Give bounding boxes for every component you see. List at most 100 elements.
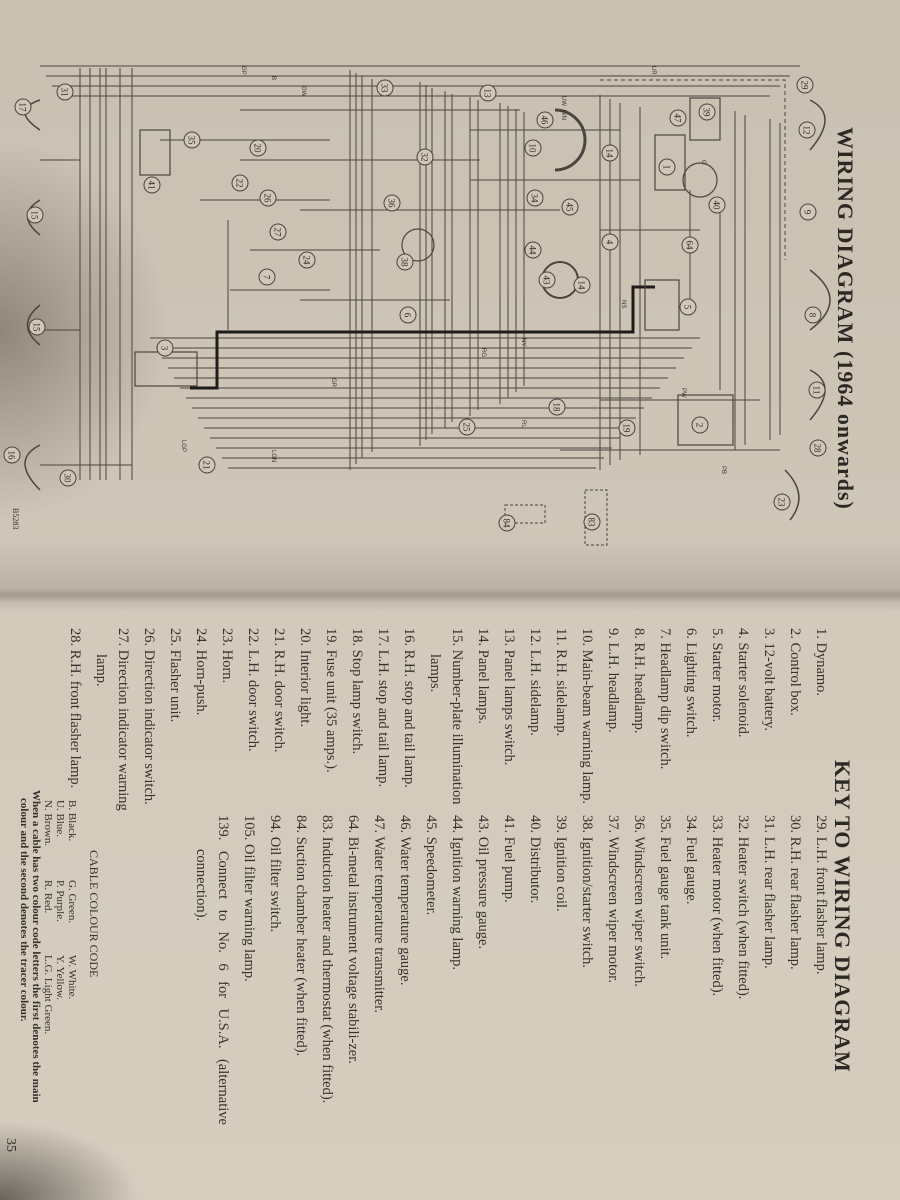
key-item: 24. Horn-push. [193, 628, 209, 716]
label-number: 25 [462, 423, 472, 433]
label-number: 6 [403, 313, 413, 318]
key-item: 16. R.H. stop and tail lamp. [401, 628, 417, 788]
label-circle [59, 469, 77, 487]
label-circle [773, 493, 791, 511]
key-item: 27. Direction indicator warning lamp. [93, 628, 131, 811]
label-circle [479, 84, 497, 102]
key-item: 17. L.H. stop and tail lamp. [375, 628, 391, 788]
label-circle [708, 196, 726, 214]
label-number: 11 [812, 386, 822, 395]
label-circle [383, 194, 401, 212]
component-label: 10 [524, 139, 542, 157]
book-spine [0, 588, 900, 602]
key-item: 18. Stop lamp switch. [349, 628, 365, 755]
label-number: 27 [273, 228, 283, 238]
label-number: 39 [702, 108, 712, 118]
key-item: 46. Water temperature gauge. [397, 815, 413, 986]
diagram-title: WIRING DIAGRAM (1964 onwards) [833, 127, 858, 510]
label-circle [808, 381, 826, 399]
label-circle [691, 416, 709, 434]
key-item: 25. Flasher unit. [167, 628, 183, 723]
battery-cable [190, 285, 655, 390]
label-number: 40 [712, 201, 722, 211]
component-label: 20 [249, 139, 267, 157]
suction-heater-symbol [504, 504, 546, 524]
wires [40, 65, 800, 480]
component-label: 29 [796, 76, 814, 94]
label-number: 8 [808, 313, 818, 318]
key-item: 12. L.H. sidelamp. [527, 628, 543, 736]
label-number: 34 [530, 194, 540, 204]
colour-code-entry: G. Green. [66, 880, 78, 924]
component-label: 38 [396, 253, 414, 271]
key-item: 2. Control box. [787, 628, 803, 716]
label-circle [601, 144, 619, 162]
key-item: 94. Oil filter switch. [267, 815, 283, 933]
key-item: 47. Water temperature transmitter. [371, 815, 387, 1013]
label-circle [143, 176, 161, 194]
label-circle [583, 513, 601, 531]
component-label: 19 [618, 419, 636, 437]
label-circle [56, 83, 74, 101]
page-number: 35 [3, 1138, 18, 1152]
component-label: 27 [269, 223, 287, 241]
label-circle [679, 298, 697, 316]
label-number: 2 [695, 423, 705, 428]
wire-code: GR [330, 378, 336, 388]
wire-code: PW [680, 388, 686, 398]
label-circle [198, 456, 216, 474]
label-circle [249, 139, 267, 157]
label-circle [26, 206, 44, 224]
label-number: 7 [262, 275, 272, 280]
key-item: 13. Panel lamps switch. [501, 628, 517, 766]
label-circle [524, 241, 542, 259]
component-label: 5 [679, 298, 697, 316]
component-label: 3 [156, 339, 174, 357]
label-number: 14 [605, 149, 615, 159]
dashed-wire [600, 79, 786, 260]
key-item: 83. Induction heater and thermostat (whe… [319, 815, 335, 1104]
label-number: 36 [387, 199, 397, 209]
cable-colour-note: When a cable has two colour code letters… [18, 790, 42, 1103]
component-label: 44 [524, 241, 542, 259]
label-circle [538, 271, 556, 289]
label-circle [548, 398, 566, 416]
key-item: 44. Ignition warning lamp. [449, 815, 465, 971]
label-number: 20 [253, 144, 263, 154]
label-circle [536, 111, 554, 129]
component-label: 43 [538, 271, 556, 289]
component-label: 83 [583, 513, 601, 531]
key-item: 19. Fuse unit (35 amps.). [323, 628, 339, 773]
component-label: 12 [798, 121, 816, 139]
component-label: 24 [298, 251, 316, 269]
fuel-pump-symbol [139, 129, 171, 176]
component-label: 33 [376, 79, 394, 97]
label-circle [258, 268, 276, 286]
wire-code: GP [240, 66, 246, 75]
label-number: 47 [673, 114, 683, 124]
label-number: 13 [483, 89, 493, 99]
label-number: 5 [683, 305, 693, 310]
key-item: 34. Fuel gauge. [683, 815, 699, 905]
component-label: 9 [799, 203, 817, 221]
key-column-2: 29. L.H. front flasher lamp.30. R.H. rea… [186, 815, 832, 1125]
label-number: 17 [18, 103, 28, 113]
dynamo-symbol [654, 134, 686, 191]
component-label: 28 [809, 439, 827, 457]
wire-code: WN [560, 110, 566, 120]
ignition-switch-symbol [401, 228, 435, 262]
key-item: 33. Heater motor (when fitted). [709, 815, 725, 997]
component-label: 22 [231, 174, 249, 192]
component-label: 84 [498, 514, 516, 532]
key-item: 26. Direction indicator switch. [141, 628, 157, 805]
label-circle [259, 189, 277, 207]
label-number: 41 [147, 181, 157, 190]
diagram-reference: B5283 [11, 508, 20, 530]
label-number: 35 [187, 136, 197, 146]
label-number: 3 [160, 346, 170, 351]
key-item: 11. R.H. sidelamp. [553, 628, 569, 737]
key-item: 36. Windscreen wiper switch. [631, 815, 647, 987]
label-number: 83 [587, 518, 597, 528]
component-label: 2 [691, 416, 709, 434]
